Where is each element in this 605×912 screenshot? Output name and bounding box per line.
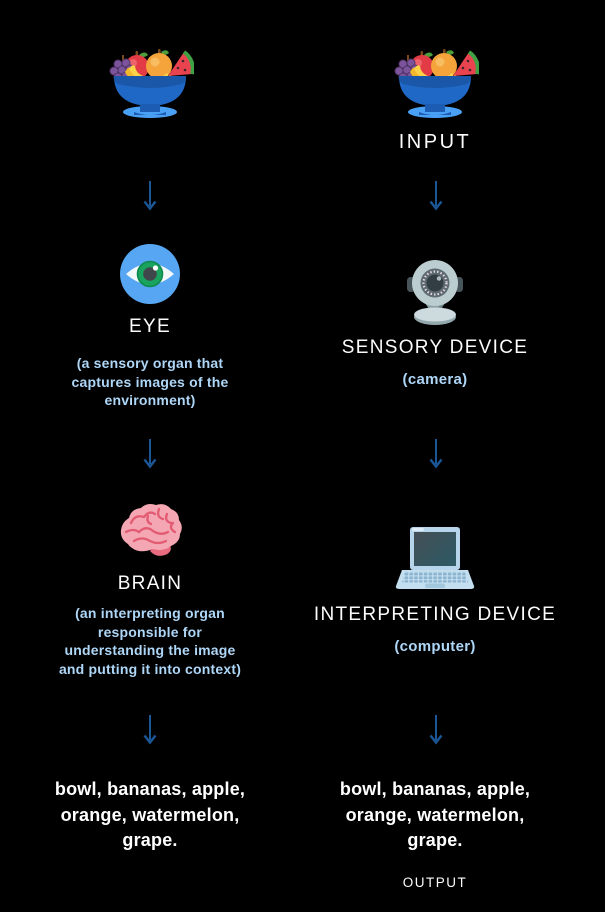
eye-title: EYE	[129, 316, 171, 337]
computer-subtitle: (computer)	[394, 638, 476, 655]
brain-icon	[118, 501, 182, 559]
sensory-device-title: SENSORY DEVICE	[341, 337, 529, 358]
eye-description: (a sensory organ that captures images of…	[71, 355, 229, 408]
down-arrow-icon	[142, 714, 158, 746]
down-arrow-icon	[428, 714, 444, 746]
machine-output-text: bowl, bananas, apple, orange, watermelon…	[339, 779, 531, 850]
laptop-icon	[395, 527, 475, 593]
output-label: OUTPUT	[402, 875, 468, 890]
down-arrow-icon	[428, 180, 444, 212]
interpreting-device-title: INTERPRETING DEVICE	[313, 604, 557, 625]
eye-icon	[120, 244, 180, 304]
camera-subtitle: (camera)	[402, 371, 468, 388]
human-output-text: bowl, bananas, apple, orange, watermelon…	[54, 779, 246, 850]
webcam-icon	[406, 258, 464, 326]
down-arrow-icon	[142, 438, 158, 470]
brain-description: (an interpreting organ responsible for u…	[58, 605, 242, 677]
fruit-bowl-icon	[106, 42, 195, 122]
fruit-bowl-icon	[391, 42, 480, 122]
brain-title: BRAIN	[117, 573, 183, 594]
down-arrow-icon	[428, 438, 444, 470]
down-arrow-icon	[142, 180, 158, 212]
input-label: INPUT	[398, 131, 472, 153]
